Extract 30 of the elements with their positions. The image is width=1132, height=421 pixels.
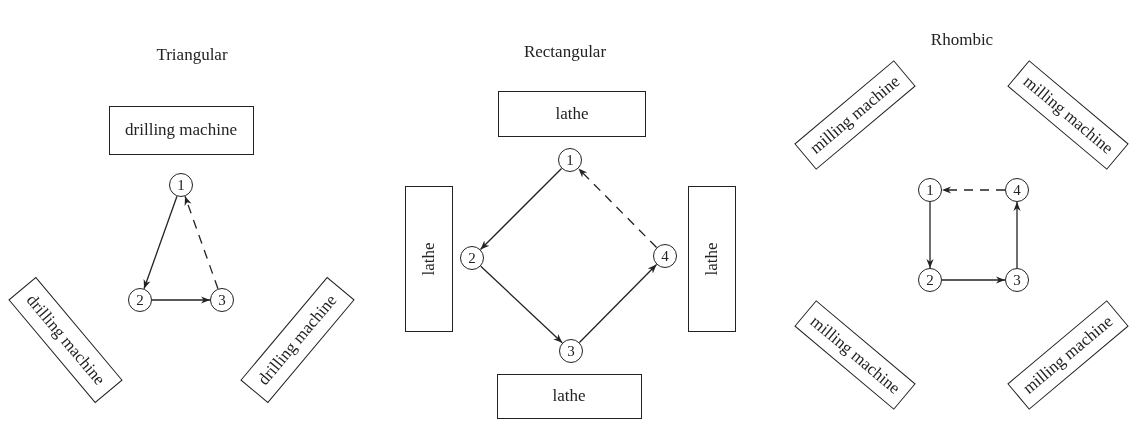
station-circle: 2: [128, 288, 152, 312]
arrow: [926, 201, 934, 269]
station-circle: 1: [558, 148, 582, 172]
arrow: [941, 186, 1006, 194]
layout-title: Rhombic: [930, 30, 994, 50]
arrow: [184, 195, 219, 290]
arrow: [578, 263, 658, 344]
station-circle: 2: [918, 268, 942, 292]
layout-title: Rectangular: [523, 42, 607, 62]
arrow: [151, 296, 211, 304]
station-circle: 3: [1005, 268, 1029, 292]
arrow: [941, 276, 1006, 284]
machine-box: lathe: [405, 186, 453, 332]
station-circle: 3: [559, 339, 583, 363]
machine-box: lathe: [688, 186, 736, 332]
station-circle: 4: [1005, 178, 1029, 202]
machine-box: lathe: [498, 91, 646, 137]
station-circle: 1: [918, 178, 942, 202]
machine-box: lathe: [496, 373, 642, 419]
station-circle: 1: [169, 173, 193, 197]
arrow: [479, 167, 563, 251]
station-circle: 2: [460, 246, 484, 270]
arrow: [143, 195, 178, 290]
arrow: [577, 167, 658, 249]
arrow: [1013, 201, 1021, 269]
machine-box: drilling machine: [108, 105, 254, 155]
station-circle: 4: [653, 244, 677, 268]
arrow: [480, 265, 563, 344]
layout-title: Triangular: [156, 45, 228, 65]
station-circle: 3: [210, 288, 234, 312]
